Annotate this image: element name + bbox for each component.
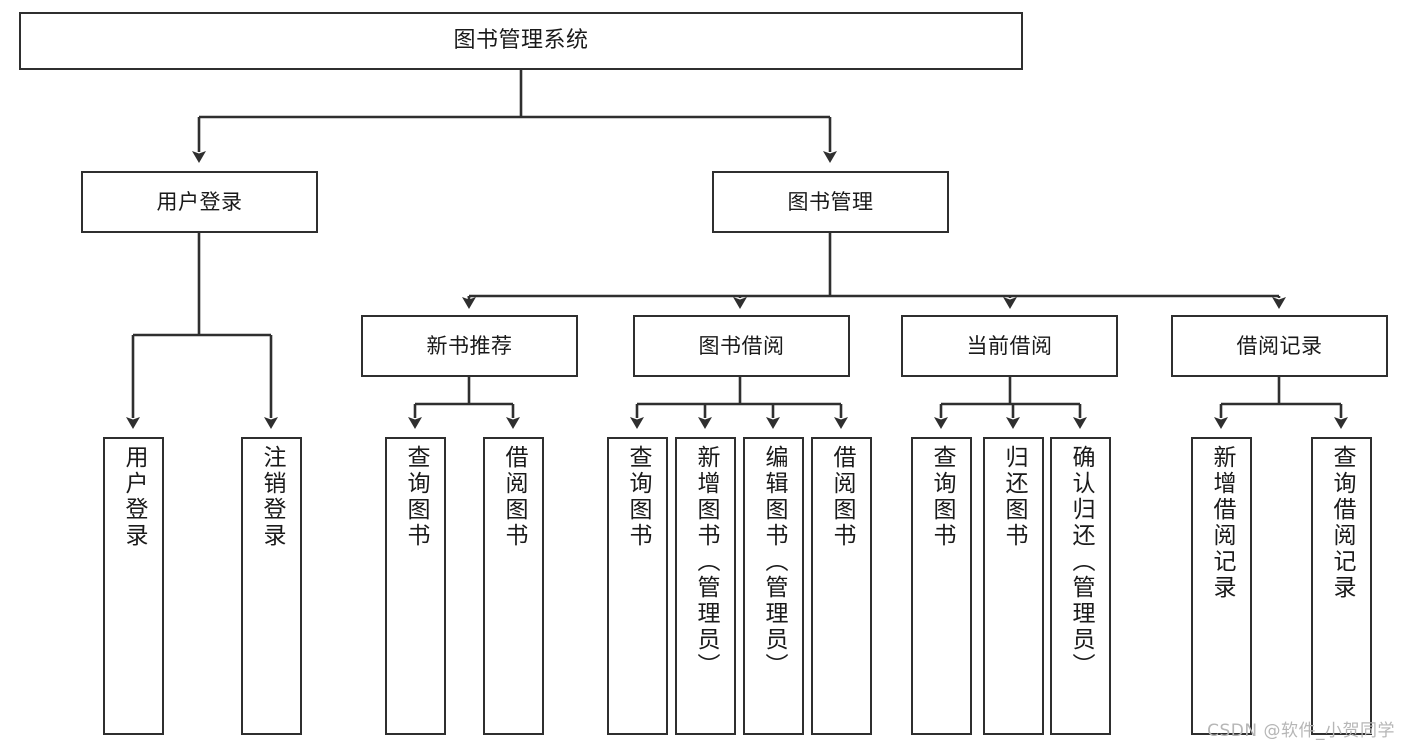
leaf-add-record[interactable]: 新增借阅记录 bbox=[1191, 437, 1252, 735]
leaf-add-book-label: 新增图书（管理员） bbox=[693, 445, 719, 679]
leaf-user-login[interactable]: 用户登录 bbox=[103, 437, 164, 735]
node-book-borrow[interactable]: 图书借阅 bbox=[633, 315, 850, 377]
leaf-user-logout[interactable]: 注销登录 bbox=[241, 437, 302, 735]
leaf-return-book[interactable]: 归还图书 bbox=[983, 437, 1044, 735]
node-root[interactable]: 图书管理系统 bbox=[19, 12, 1023, 70]
node-book-borrow-label: 图书借阅 bbox=[698, 333, 785, 358]
node-book-manage-label: 图书管理 bbox=[787, 189, 874, 214]
node-book-manage[interactable]: 图书管理 bbox=[712, 171, 949, 233]
leaf-confirm-return-label: 确认归还（管理员） bbox=[1068, 445, 1094, 679]
node-borrow-record[interactable]: 借阅记录 bbox=[1171, 315, 1388, 377]
leaf-query-record[interactable]: 查询借阅记录 bbox=[1311, 437, 1372, 735]
leaf-query-book-borrow[interactable]: 查询图书 bbox=[607, 437, 668, 735]
leaf-user-login-label: 用户登录 bbox=[121, 445, 147, 549]
node-user-login-label: 用户登录 bbox=[156, 189, 243, 214]
watermark-text: CSDN @软件_小贺同学 bbox=[1207, 721, 1395, 741]
node-new-book-recommend-label: 新书推荐 bbox=[426, 333, 513, 358]
leaf-confirm-return[interactable]: 确认归还（管理员） bbox=[1050, 437, 1111, 735]
leaf-edit-book[interactable]: 编辑图书（管理员） bbox=[743, 437, 804, 735]
leaf-borrow-book-label: 借阅图书 bbox=[829, 445, 855, 549]
leaf-borrow-book-rec-label: 借阅图书 bbox=[501, 445, 527, 549]
leaf-add-book[interactable]: 新增图书（管理员） bbox=[675, 437, 736, 735]
leaf-query-book-borrow-label: 查询图书 bbox=[625, 445, 651, 549]
leaf-query-book-cur[interactable]: 查询图书 bbox=[911, 437, 972, 735]
leaf-query-book-rec-label: 查询图书 bbox=[403, 445, 429, 549]
leaf-user-logout-label: 注销登录 bbox=[259, 445, 285, 549]
leaf-add-record-label: 新增借阅记录 bbox=[1209, 445, 1235, 601]
node-root-label: 图书管理系统 bbox=[453, 28, 589, 54]
node-current-borrow[interactable]: 当前借阅 bbox=[901, 315, 1118, 377]
node-borrow-record-label: 借阅记录 bbox=[1236, 333, 1323, 358]
leaf-query-book-cur-label: 查询图书 bbox=[929, 445, 955, 549]
leaf-borrow-book-rec[interactable]: 借阅图书 bbox=[483, 437, 544, 735]
node-new-book-recommend[interactable]: 新书推荐 bbox=[361, 315, 578, 377]
node-user-login[interactable]: 用户登录 bbox=[81, 171, 318, 233]
leaf-edit-book-label: 编辑图书（管理员） bbox=[761, 445, 787, 679]
node-current-borrow-label: 当前借阅 bbox=[966, 333, 1053, 358]
leaf-return-book-label: 归还图书 bbox=[1001, 445, 1027, 549]
leaf-query-book-rec[interactable]: 查询图书 bbox=[385, 437, 446, 735]
leaf-borrow-book[interactable]: 借阅图书 bbox=[811, 437, 872, 735]
leaf-query-record-label: 查询借阅记录 bbox=[1329, 445, 1355, 601]
